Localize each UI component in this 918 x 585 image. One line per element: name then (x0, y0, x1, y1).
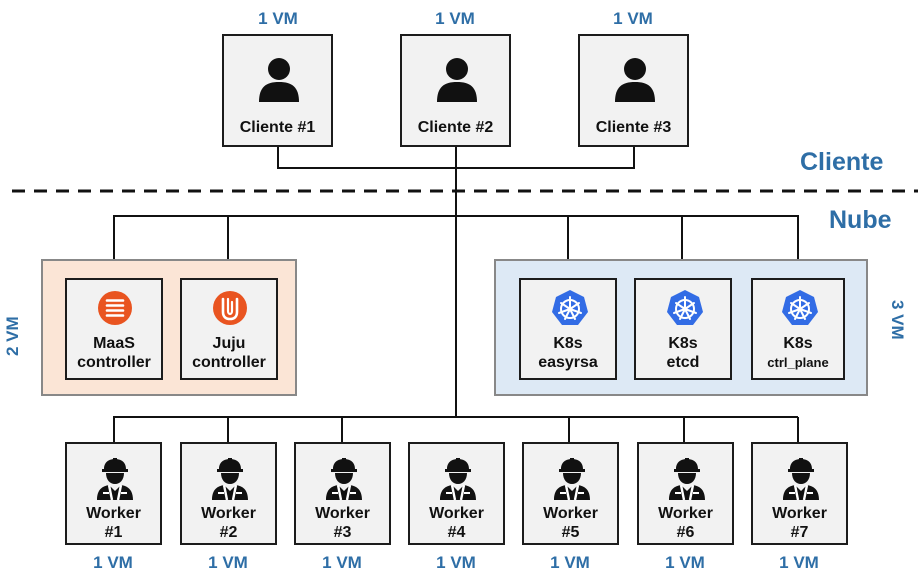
user-icon (615, 58, 655, 102)
client-vm-label: 1 VM (258, 9, 298, 28)
node-label-line1: Worker (429, 505, 484, 522)
node-label-line2: #2 (219, 524, 238, 541)
kubernetes-icon (667, 290, 703, 325)
worker-node[interactable]: Worker #7 (751, 442, 848, 545)
client-node[interactable]: Cliente #3 (578, 34, 689, 147)
node-label-line1: Worker (86, 505, 141, 522)
user-icon (259, 58, 299, 102)
construction-worker-icon (783, 458, 819, 500)
maas-icon (98, 291, 132, 325)
construction-worker-icon (212, 458, 248, 500)
node-label-line1: Worker (201, 505, 256, 522)
node-label-line2: easyrsa (538, 354, 598, 371)
worker-vm-label: 1 VM (322, 553, 362, 572)
construction-worker-icon (554, 458, 590, 500)
worker-node[interactable]: Worker #3 (294, 442, 391, 545)
worker-node[interactable]: Worker #1 (65, 442, 162, 545)
construction-worker-icon (669, 458, 705, 500)
node-label-line1: MaaS (93, 335, 135, 352)
node-label-line1: K8s (783, 335, 813, 352)
node-label-line1: Juju (212, 335, 246, 352)
node-label-line2: #3 (333, 524, 352, 541)
client-label: Cliente #3 (595, 119, 672, 136)
construction-worker-icon (97, 458, 133, 500)
node-label-line2: controller (192, 354, 266, 371)
node-label-line2: controller (77, 354, 151, 371)
worker-vm-label: 1 VM (93, 553, 133, 572)
user-icon (437, 58, 477, 102)
kubernetes-icon (552, 290, 588, 325)
worker-node[interactable]: Worker #6 (637, 442, 734, 545)
k8s-easyrsa-node[interactable]: K8s easyrsa (519, 278, 617, 380)
worker-node[interactable]: Worker #2 (180, 442, 277, 545)
node-label-line1: K8s (668, 335, 698, 352)
node-label-line1: Worker (543, 505, 598, 522)
worker-node[interactable]: Worker #4 (408, 442, 505, 545)
k8s-ctrl-plane-node[interactable]: K8s ctrl_plane (751, 278, 845, 380)
left-group-vm-label: 2 VM (3, 316, 22, 356)
zone-label-cliente: Cliente (800, 148, 884, 176)
client-label: Cliente #1 (239, 119, 316, 136)
kubernetes-icon (782, 290, 818, 325)
node-label-line2: #1 (104, 524, 123, 541)
maas-controller-node[interactable]: MaaS controller (65, 278, 163, 380)
node-label-line1: Worker (772, 505, 827, 522)
construction-worker-icon (440, 458, 476, 500)
worker-vm-label: 1 VM (436, 553, 476, 572)
client-vm-label: 1 VM (435, 9, 475, 28)
client-node[interactable]: Cliente #1 (222, 34, 333, 147)
construction-worker-icon (326, 458, 362, 500)
node-label-line1: Worker (315, 505, 370, 522)
node-label-line2: #4 (447, 524, 466, 541)
node-label-line2: #7 (790, 524, 809, 541)
juju-controller-node[interactable]: Juju controller (180, 278, 278, 380)
client-label: Cliente #2 (417, 119, 494, 136)
juju-icon (213, 291, 247, 325)
client-node[interactable]: Cliente #2 (400, 34, 511, 147)
worker-vm-label: 1 VM (550, 553, 590, 572)
worker-node[interactable]: Worker #5 (522, 442, 619, 545)
node-label-line2: #6 (676, 524, 695, 541)
node-label-line2: etcd (666, 354, 700, 371)
zone-label-nube: Nube (829, 206, 892, 234)
node-label-line1: K8s (553, 335, 583, 352)
right-group-vm-label: 3 VM (888, 300, 907, 340)
node-label-line2: ctrl_plane (767, 355, 829, 370)
worker-vm-label: 1 VM (208, 553, 248, 572)
node-label-line2: #5 (561, 524, 580, 541)
client-vm-label: 1 VM (613, 9, 653, 28)
worker-vm-label: 1 VM (779, 553, 819, 572)
node-label-line1: Worker (658, 505, 713, 522)
worker-vm-label: 1 VM (665, 553, 705, 572)
k8s-etcd-node[interactable]: K8s etcd (634, 278, 732, 380)
